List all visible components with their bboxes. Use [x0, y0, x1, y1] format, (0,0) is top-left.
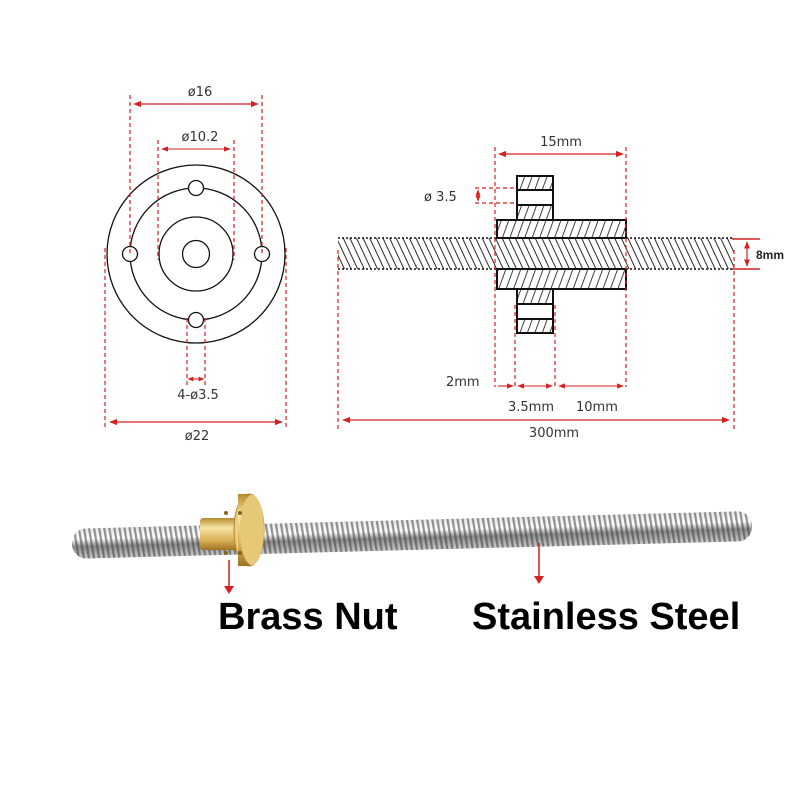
side-extension-lines	[337, 147, 735, 432]
dim-label-flange-diameter: ø22	[185, 429, 210, 444]
side-view: 15mm ø 3.5 8mm 2mm 3.5mm 10mm 300mm	[337, 135, 784, 441]
mount-hole-icon	[187, 179, 205, 197]
dim-label-flange-offset: 2mm	[446, 375, 480, 390]
arrow-down-icon	[534, 576, 544, 584]
nut-section	[496, 175, 627, 334]
dim-label-body-length: 10mm	[576, 400, 618, 415]
dim-label-hole-spec: 4-ø3.5	[177, 388, 219, 403]
product-photo	[72, 493, 752, 594]
flange-outer-circle	[106, 164, 286, 344]
front-view: ø16 ø10.2 4-ø3.5 ø22	[104, 85, 287, 444]
dim-label-nut-length: 15mm	[540, 135, 582, 150]
extension-lines	[104, 95, 287, 430]
dim-label-flange-thickness: 3.5mm	[508, 400, 554, 415]
mount-hole-icon	[253, 245, 271, 263]
dim-label-pcd: ø10.2	[182, 130, 219, 145]
dim-label-outer-diameter: ø16	[188, 85, 213, 100]
dim-label-rod-diameter: 8mm	[756, 248, 784, 262]
dim-label-rod-length: 300mm	[529, 426, 579, 441]
dim-label-hole-diameter: ø 3.5	[424, 190, 457, 205]
mount-hole-icon	[121, 245, 139, 263]
body-circle	[158, 216, 234, 292]
screw-threads	[72, 511, 752, 559]
bolt-circle	[129, 187, 263, 321]
threaded-rod-section	[338, 238, 734, 269]
bore-circle	[181, 239, 211, 269]
brass-nut	[200, 493, 265, 567]
label-stainless-steel: Stainless Steel	[472, 596, 741, 638]
mount-hole-icon	[187, 311, 205, 329]
arrow-down-icon	[224, 586, 234, 594]
label-brass-nut: Brass Nut	[218, 596, 398, 638]
